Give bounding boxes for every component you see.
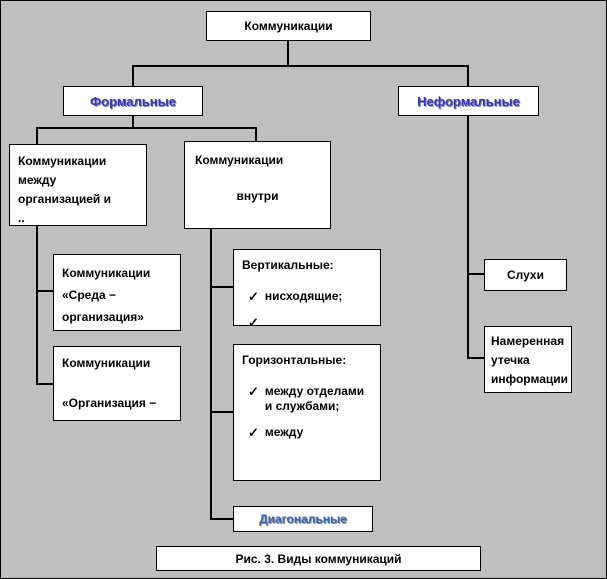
node-formal: Формальные [63, 86, 203, 116]
node-line: организация» [62, 310, 144, 324]
connector-informal-stem [467, 116, 469, 359]
connector-between-stem [36, 226, 38, 385]
node-line: Коммуникации [62, 266, 151, 280]
node-organization: Коммуникации «Организация − [53, 346, 181, 421]
node-inside-communications: Коммуникации внутри [184, 141, 331, 229]
node-label: Коммуникации [244, 19, 333, 33]
node-line: утечка [491, 353, 530, 367]
figure-caption: Рис. 3. Виды коммуникаций [156, 546, 481, 571]
node-line: Коммуникации [62, 356, 151, 370]
connector-rumors-stub [467, 273, 484, 275]
node-information-leak: Намеренная утечка информации [484, 326, 572, 393]
node-label: Неформальные [417, 93, 520, 109]
check-item: ✓ нисходящие; [240, 289, 374, 304]
connector-between-drop [36, 127, 38, 144]
node-line: внутри [236, 189, 279, 203]
check-icon: ✓ [248, 384, 259, 399]
check-label: между отделами и службами; [264, 384, 365, 413]
node-line: «Среда − [62, 288, 116, 302]
connector-formal-drop [132, 65, 134, 86]
check-item: ✓ между отделами и службами; [240, 384, 374, 414]
node-between-organization: Коммуникации между организацией и .. [9, 144, 147, 226]
node-rumors: Слухи [484, 259, 567, 291]
node-informal: Неформальные [398, 86, 539, 116]
list-title: Вертикальные: [242, 258, 334, 272]
connector-org-stub [36, 383, 53, 385]
connector-horizontal-stub [210, 411, 233, 413]
node-label: Диагональные [259, 512, 347, 526]
node-line: информации [491, 372, 568, 386]
caption-text: Рис. 3. Виды коммуникаций [235, 551, 402, 566]
node-label: Слухи [506, 268, 544, 282]
check-label: между [264, 425, 304, 439]
node-line: Намеренная [491, 334, 565, 348]
connector-leak-stub [467, 357, 484, 359]
connector-informal-drop [467, 65, 469, 86]
node-communications: Коммуникации [206, 11, 371, 41]
check-icon: ✓ [248, 289, 259, 304]
node-line: между [18, 173, 57, 187]
node-line: .. [18, 211, 25, 225]
connector-vertical-stub [210, 286, 233, 288]
check-icon: ✓ [248, 425, 259, 440]
list-title: Горизонтальные: [242, 353, 347, 367]
connector-sreda-stub [36, 290, 53, 292]
node-line: Коммуникации [18, 154, 107, 168]
node-horizontal-communications: Горизонтальные: ✓ между отделами и служб… [233, 344, 381, 481]
node-vertical-communications: Вертикальные: ✓ нисходящие; ✓ [233, 249, 381, 326]
node-line: Коммуникации [195, 153, 284, 167]
connector-formal-branch [37, 127, 257, 129]
node-line: организацией и [18, 192, 111, 206]
connector-branch-top [132, 65, 469, 67]
check-item: ✓ [240, 315, 374, 326]
connector-diagonal-stub [210, 518, 233, 520]
node-label: Формальные [90, 93, 176, 109]
connector-inside-drop [255, 127, 257, 141]
connector-inside-stem [210, 229, 212, 520]
node-environment-organization: Коммуникации «Среда − организация» [53, 254, 181, 331]
connector-root-drop [287, 41, 289, 67]
node-line: «Организация − [62, 396, 157, 410]
check-label: нисходящие; [264, 289, 343, 303]
connector-formal-out [132, 116, 134, 129]
check-item: ✓ между [240, 425, 374, 440]
node-diagonal-communications: Диагональные [233, 506, 373, 532]
check-icon: ✓ [248, 315, 259, 326]
